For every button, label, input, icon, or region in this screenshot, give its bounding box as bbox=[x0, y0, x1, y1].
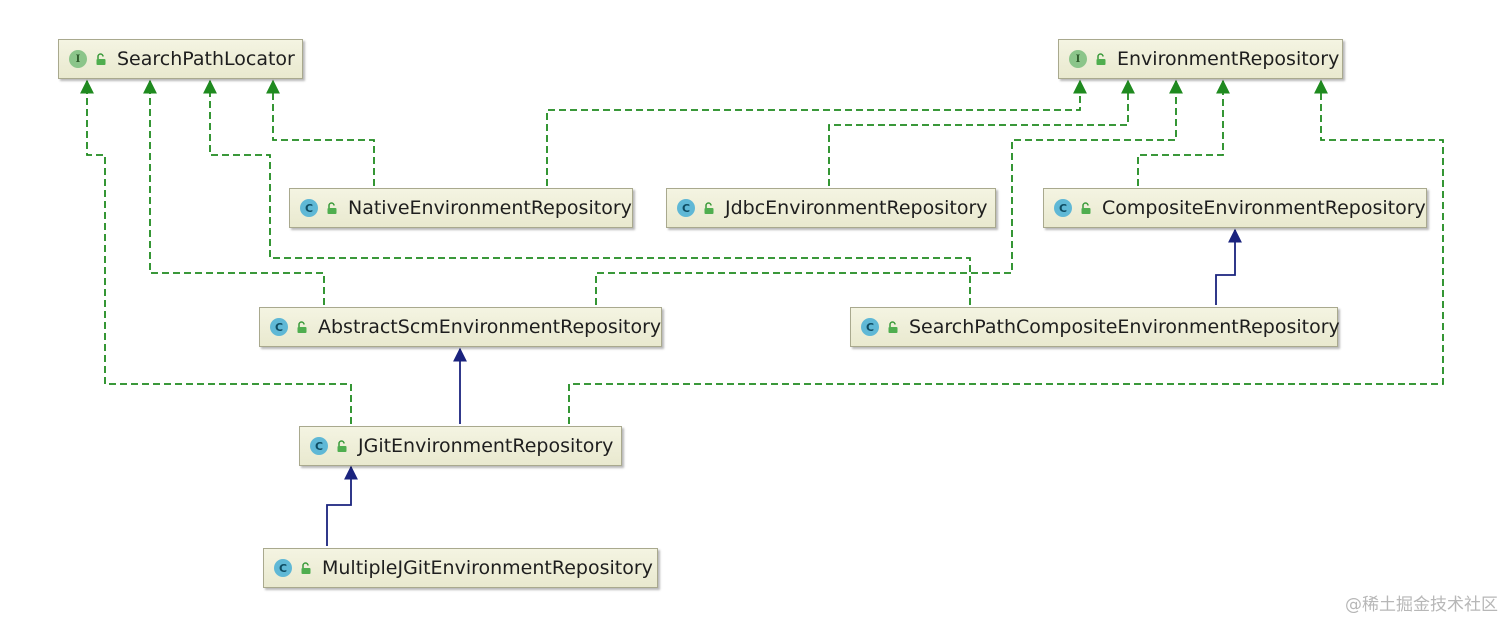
class-icon: C bbox=[861, 318, 879, 336]
node-jdbcenvironmentrepository[interactable]: C JdbcEnvironmentRepository bbox=[666, 188, 996, 228]
node-jgitenvironmentrepository[interactable]: C JGitEnvironmentRepository bbox=[299, 426, 622, 466]
node-label: SearchPathCompositeEnvironmentRepository bbox=[909, 316, 1340, 338]
class-icon: C bbox=[300, 199, 318, 217]
node-nativeenvironmentrepository[interactable]: C NativeEnvironmentRepository bbox=[289, 188, 633, 228]
watermark: @稀土掘金技术社区 bbox=[1345, 595, 1498, 615]
node-abstractscmenvironmentrepository[interactable]: C AbstractScmEnvironmentRepository bbox=[259, 307, 662, 347]
edge-composite-to-environmentrepository bbox=[1137, 79, 1230, 186]
edge-jgit-to-environmentrepository bbox=[568, 79, 1444, 424]
public-access-icon bbox=[1081, 202, 1091, 214]
node-compositeenvironmentrepository[interactable]: C CompositeEnvironmentRepository bbox=[1043, 188, 1427, 228]
node-label: CompositeEnvironmentRepository bbox=[1102, 197, 1426, 219]
class-icon: C bbox=[274, 559, 292, 577]
edge-native-to-environmentrepository bbox=[546, 79, 1087, 186]
edge-jgit-to-searchpathlocator bbox=[80, 79, 352, 424]
public-access-icon bbox=[297, 321, 307, 333]
node-searchpathcompositeenvironmentrepository[interactable]: C SearchPathCompositeEnvironmentReposito… bbox=[850, 307, 1340, 347]
node-label: NativeEnvironmentRepository bbox=[348, 197, 632, 219]
node-label: JGitEnvironmentRepository bbox=[358, 435, 614, 457]
public-access-icon bbox=[301, 562, 311, 574]
node-label: EnvironmentRepository bbox=[1117, 48, 1340, 70]
node-label: AbstractScmEnvironmentRepository bbox=[318, 316, 662, 338]
edge-jdbc-to-environmentrepository bbox=[828, 79, 1135, 186]
class-icon: C bbox=[310, 437, 328, 455]
node-label: MultipleJGitEnvironmentRepository bbox=[322, 557, 653, 579]
abstract-class-icon: C bbox=[270, 318, 288, 336]
class-icon: C bbox=[1054, 199, 1072, 217]
node-label: SearchPathLocator bbox=[117, 48, 295, 70]
edge-searchpathcomposite-to-searchpathlocator bbox=[203, 79, 971, 305]
public-access-icon bbox=[1096, 53, 1106, 65]
edge-abstractscm-to-environmentrepository bbox=[595, 79, 1183, 305]
interface-icon: I bbox=[1069, 50, 1087, 68]
node-label: JdbcEnvironmentRepository bbox=[725, 197, 988, 219]
public-access-icon bbox=[96, 53, 106, 65]
public-access-icon bbox=[327, 202, 337, 214]
public-access-icon bbox=[888, 321, 898, 333]
edge-abstractscm-to-searchpathlocator bbox=[143, 79, 325, 305]
public-access-icon bbox=[337, 440, 347, 452]
class-icon: C bbox=[677, 199, 695, 217]
public-access-icon bbox=[704, 202, 714, 214]
node-environmentrepository[interactable]: I EnvironmentRepository bbox=[1058, 39, 1343, 79]
interface-icon: I bbox=[69, 50, 87, 68]
edge-multiplejgit-extends-jgit bbox=[326, 465, 358, 546]
edge-searchpathcomposite-extends-composite bbox=[1215, 228, 1242, 305]
node-searchpathlocator[interactable]: I SearchPathLocator bbox=[58, 39, 303, 79]
edge-native-to-searchpathlocator bbox=[266, 79, 375, 186]
node-multiplejgitenvironmentrepository[interactable]: C MultipleJGitEnvironmentRepository bbox=[263, 548, 658, 588]
